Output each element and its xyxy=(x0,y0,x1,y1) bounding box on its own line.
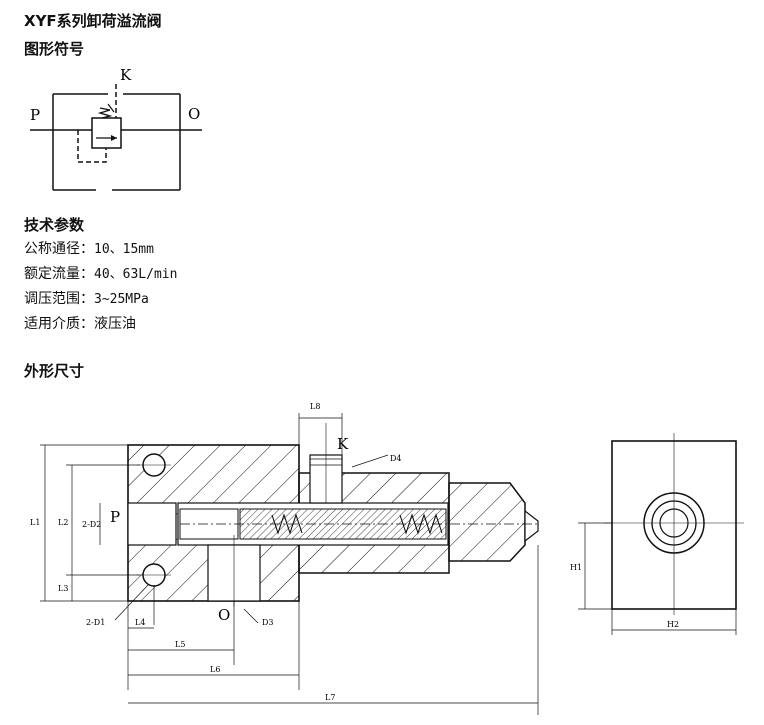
label-2-d2: 2-D2 xyxy=(82,520,101,529)
label-l4: L4 xyxy=(135,618,145,627)
tech-params-list: 公称通径：10、15mm 额定流量：40、63L/min 调压范围：3~25MP… xyxy=(24,237,177,336)
label-p: P xyxy=(110,508,120,526)
label-d4: D4 xyxy=(390,454,402,463)
label-d3: D3 xyxy=(262,618,274,627)
outline-dimension-drawing: K D4 L8 L1 L2 2-D2 P L3 2-D1 L4 O D3 L5 … xyxy=(30,402,744,715)
dimensions-heading: 外形尺寸 xyxy=(24,362,85,380)
label-l6: L6 xyxy=(210,665,220,674)
port-k-label: K xyxy=(120,66,132,84)
param-rated-flow: 额定流量：40、63L/min xyxy=(24,266,178,282)
tech-params-heading: 技术参数 xyxy=(24,216,85,234)
port-o-label: O xyxy=(188,105,200,123)
label-2-d1: 2-D1 xyxy=(86,618,105,627)
label-l7: L7 xyxy=(325,693,335,702)
param-pressure-range: 调压范围：3~25MPa xyxy=(24,291,149,307)
valve-end-cap xyxy=(448,482,526,562)
label-l8: L8 xyxy=(310,402,320,411)
symbol-heading: 图形符号 xyxy=(24,40,85,58)
port-p-label: P xyxy=(30,106,40,124)
label-l2: L2 xyxy=(58,518,68,527)
hydraulic-symbol-diagram: P K O xyxy=(30,66,202,191)
label-h1: H1 xyxy=(570,563,582,572)
param-nominal-diameter: 公称通径：10、15mm xyxy=(24,241,154,257)
label-k: K xyxy=(337,435,349,453)
label-l5: L5 xyxy=(175,640,185,649)
label-l1: L1 xyxy=(30,518,40,527)
label-h2: H2 xyxy=(667,620,679,629)
label-l3: L3 xyxy=(58,584,68,593)
label-o: O xyxy=(218,606,230,624)
page-title: XYF系列卸荷溢流阀 xyxy=(24,12,162,30)
param-medium: 适用介质：液压油 xyxy=(24,316,136,332)
